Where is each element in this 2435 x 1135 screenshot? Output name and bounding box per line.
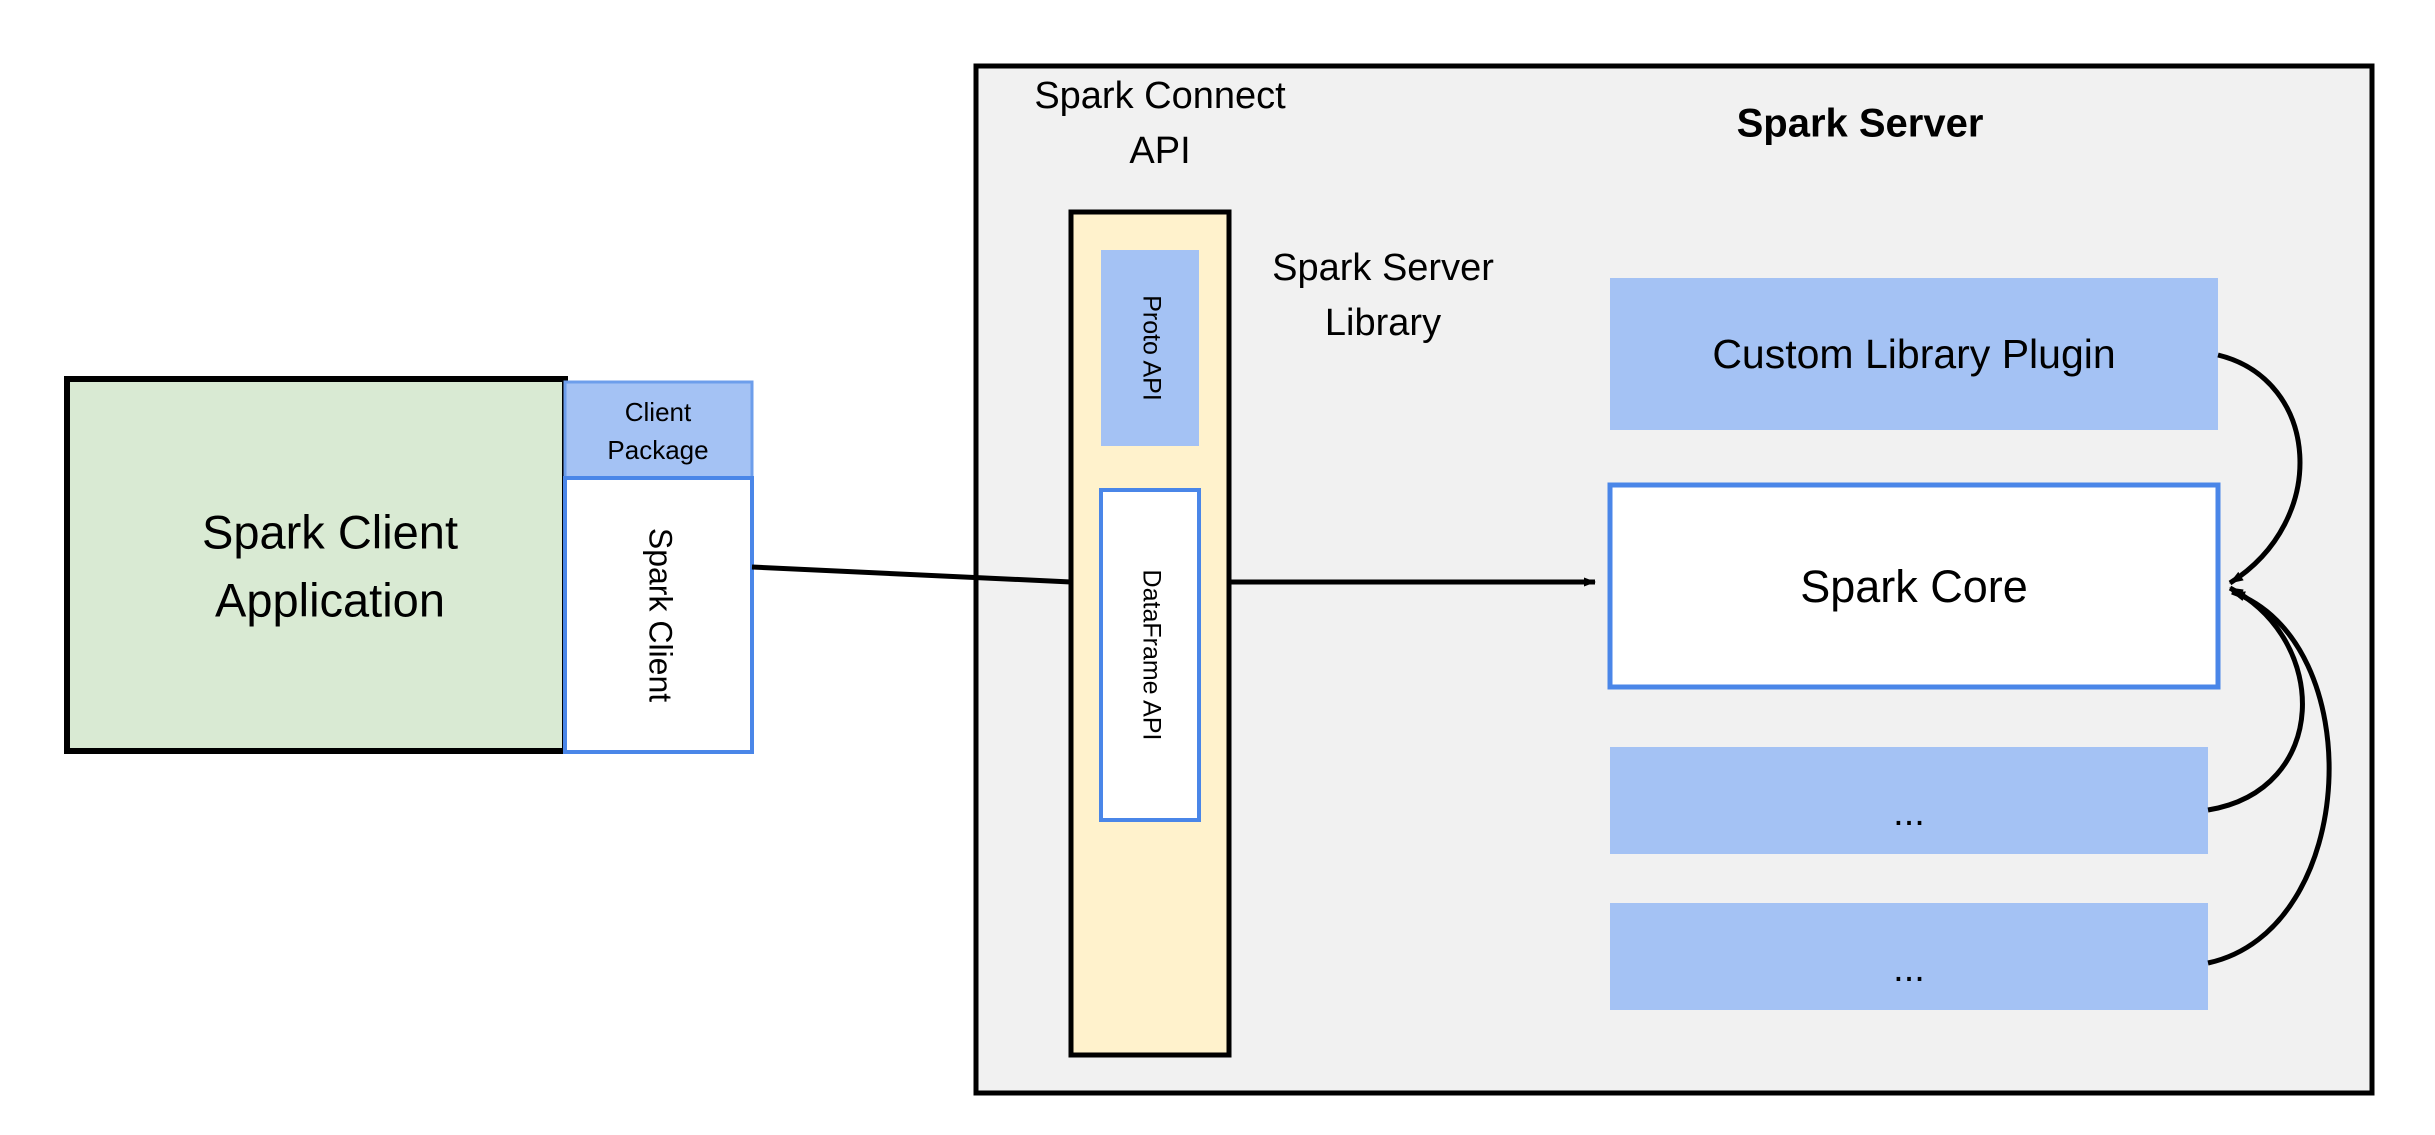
client-package-box[interactable]: Client Package (563, 380, 754, 480)
connect-api-label-line2: API (1129, 130, 1190, 172)
spark-client-box[interactable]: Spark Client (563, 476, 754, 754)
spark-client-rect[interactable] (563, 476, 754, 754)
connect-api-label-line1: Spark Connect (1034, 75, 1286, 117)
connector-ellipsis1-to-core (2207, 585, 2305, 813)
ellipsis-label-2: ... (1893, 948, 1925, 990)
client-to-core-connector (751, 564, 1596, 587)
spark-client-application-box[interactable]: Spark Client Application (64, 376, 568, 754)
spark-core-box[interactable]: Spark Core (1607, 482, 2221, 690)
spark-client-label: Spark Client (643, 528, 679, 702)
curved-connectors (2207, 352, 2332, 966)
ellipsis-box-1[interactable]: ... (1610, 747, 2208, 854)
client-package-rect[interactable] (563, 380, 754, 480)
ellipsis-rect-1[interactable] (1610, 747, 2208, 854)
spark-core-label: Spark Core (1800, 561, 2028, 612)
connector-ellipsis2-to-core (2207, 589, 2332, 966)
custom-library-plugin-box[interactable]: Custom Library Plugin (1610, 278, 2218, 430)
custom-library-plugin-rect[interactable] (1610, 278, 2218, 430)
spark-connect-api-label: Spark Connect API (1034, 75, 1286, 172)
dataframe-api-box[interactable]: DataFrame API (1099, 488, 1201, 822)
ellipsis-rect-2[interactable] (1610, 903, 2208, 1010)
spark-core-rect[interactable] (1607, 482, 2221, 690)
connector-client-to-column-segment (751, 564, 1072, 585)
dataframe-api-rect[interactable] (1099, 488, 1201, 822)
spark-client-application-label-line2: Application (215, 573, 445, 626)
client-package-label-line1: Client (625, 397, 692, 427)
proto-api-rect[interactable] (1101, 250, 1199, 446)
server-library-label-line2: Library (1325, 302, 1441, 344)
connector-plugin-to-core (2217, 352, 2303, 586)
spark-connect-column: Proto API DataFrame API (1068, 209, 1232, 1058)
ellipsis-label-1: ... (1893, 792, 1925, 834)
custom-library-plugin-label: Custom Library Plugin (1712, 331, 2115, 377)
dataframe-api-label: DataFrame API (1137, 570, 1165, 741)
server-library-label-line1: Spark Server (1272, 247, 1494, 289)
client-package-label-line2: Package (607, 435, 708, 465)
spark-client-application-rect[interactable] (64, 376, 568, 754)
spark-server-title: Spark Server (1737, 102, 1984, 146)
proto-api-box[interactable]: Proto API (1101, 250, 1199, 446)
spark-client-application-label-line1: Spark Client (202, 505, 458, 558)
proto-api-label: Proto API (1137, 295, 1165, 401)
spark-server-library-label: Spark Server Library (1272, 247, 1494, 344)
ellipsis-box-2[interactable]: ... (1610, 903, 2208, 1010)
